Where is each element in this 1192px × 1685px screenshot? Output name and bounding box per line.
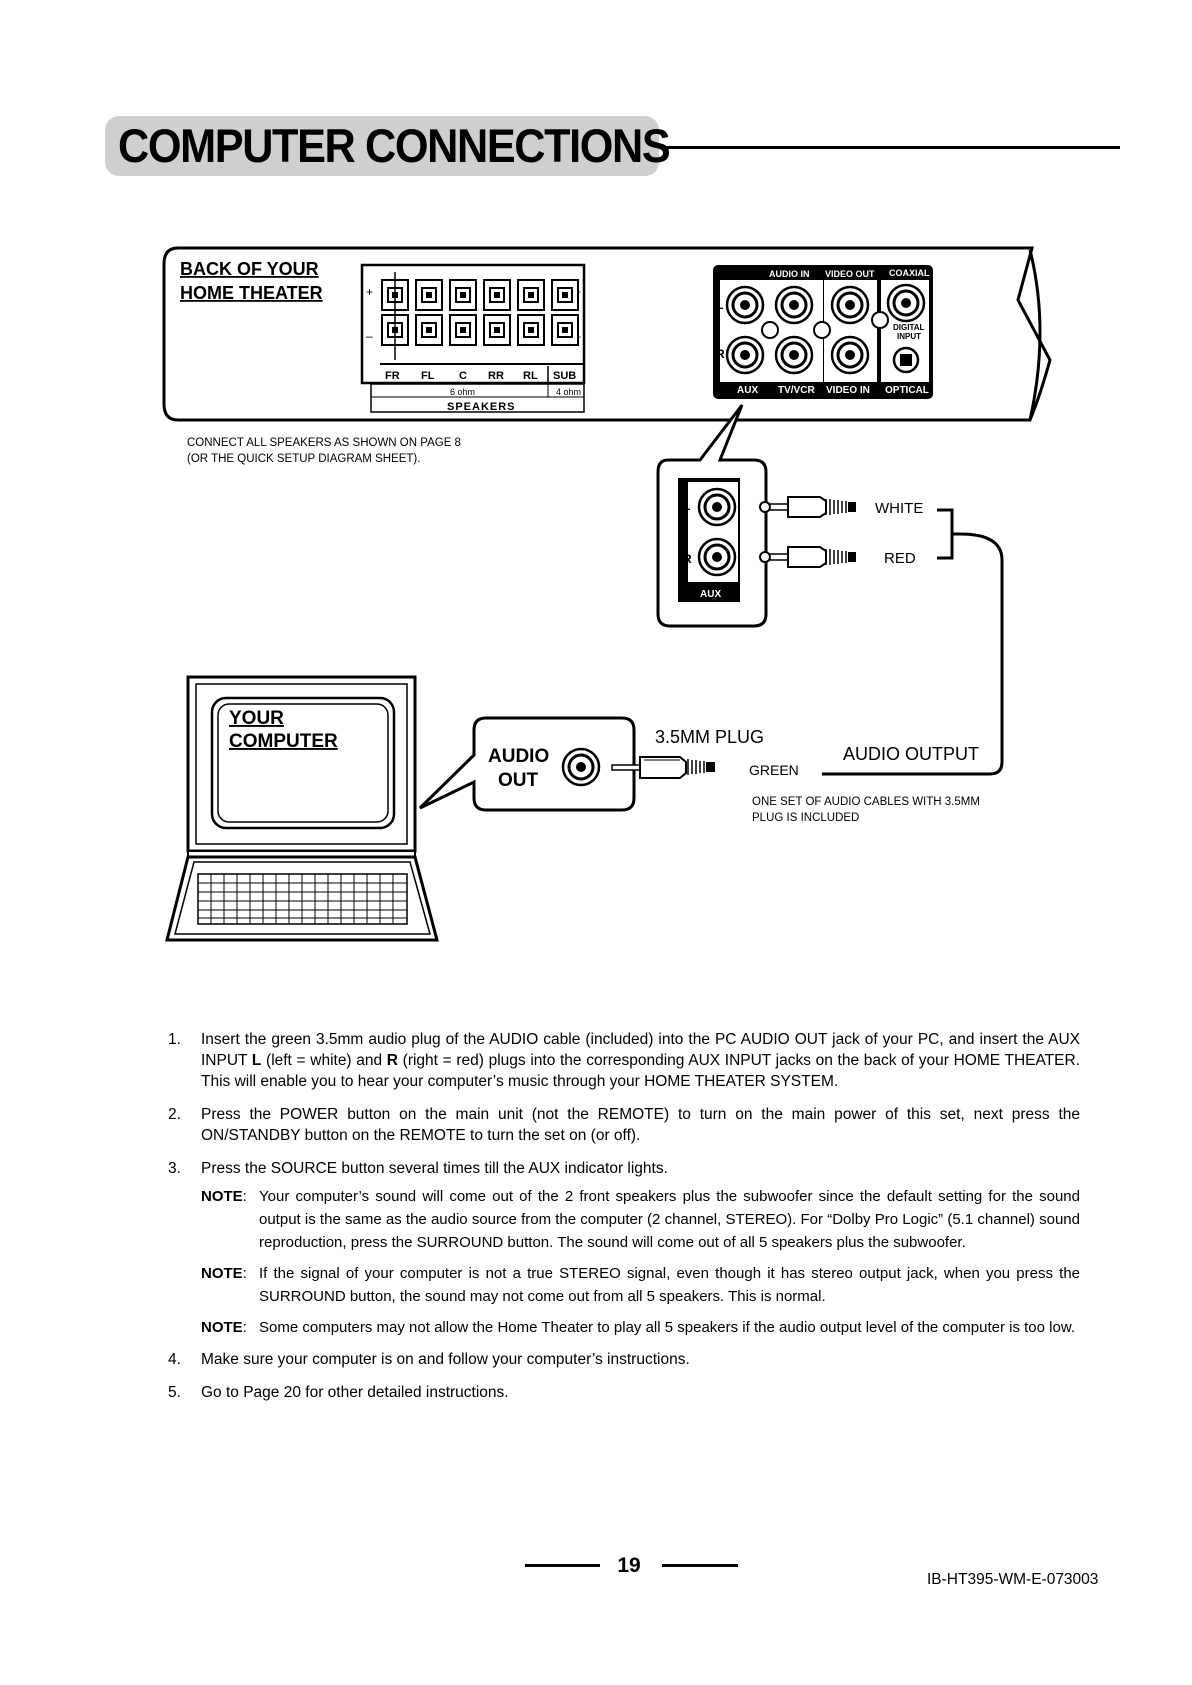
computer-illustration: YOUR COMPUTER xyxy=(165,675,439,942)
note-label: NOTE xyxy=(201,1265,243,1282)
title-rule xyxy=(662,146,1120,149)
item-number: 4. xyxy=(168,1351,181,1368)
item-text: Make sure your computer is on and follow… xyxy=(201,1351,690,1368)
optical-label: OPTICAL xyxy=(885,385,929,396)
computer-label-line1: YOUR xyxy=(229,708,284,729)
item-text: Press the SOURCE button several times ti… xyxy=(201,1160,668,1177)
note-label: NOTE xyxy=(201,1319,243,1336)
instruction-list: 1. Insert the green 3.5mm audio plug of … xyxy=(168,1029,1080,1415)
connect-note-line1: CONNECT ALL SPEAKERS AS SHOWN ON PAGE 8 xyxy=(187,437,461,449)
audio-output-label: AUDIO OUTPUT xyxy=(843,744,979,764)
mini-plug xyxy=(611,756,715,779)
note-text: Some computers may not allow the Home Th… xyxy=(259,1319,1075,1336)
footer-rule-right xyxy=(662,1564,738,1567)
callout-aux-r-jack xyxy=(697,537,737,577)
label-c: C xyxy=(459,370,467,382)
callout-R-label: R xyxy=(683,552,692,566)
white-rca-plug xyxy=(759,496,856,518)
tvvcr-label: TV/VCR xyxy=(778,385,815,396)
aux-l-jack xyxy=(725,285,765,325)
jack-R-label: R xyxy=(716,347,725,361)
audio-in-label: AUDIO IN xyxy=(769,269,810,279)
note-block: NOTE: If the signal of your computer is … xyxy=(201,1262,1080,1308)
connection-diagram: BACK OF YOUR HOME THEATER + – + – FR FL … xyxy=(162,246,1052,942)
item-number: 1. xyxy=(168,1031,181,1048)
audio-cable xyxy=(822,508,1004,776)
jack-L-label: L xyxy=(716,298,723,312)
page-number: 19 xyxy=(617,1554,641,1577)
note-block: NOTE: Some computers may not allow the H… xyxy=(201,1316,1080,1339)
item-text: Press the POWER button on the main unit … xyxy=(201,1106,1080,1144)
footer-rule-left xyxy=(525,1564,600,1567)
callout-aux-l-jack xyxy=(697,487,737,527)
callout-aux-label: AUX xyxy=(700,589,721,600)
instruction-item: 1. Insert the green 3.5mm audio plug of … xyxy=(168,1029,1080,1092)
label-fl: FL xyxy=(421,370,435,382)
speaker-terminals: + – + – FR FL C RR RL SUB 6 ohm 4 ohm SP… xyxy=(360,263,586,413)
svg-text:+: + xyxy=(366,285,373,299)
aux-r-jack xyxy=(725,335,765,375)
coaxial-label: COAXIAL xyxy=(889,268,930,278)
instruction-item: 4. Make sure your computer is on and fol… xyxy=(168,1349,1080,1370)
terminal-fr xyxy=(381,272,409,360)
note-text: Your computer’s sound will come out of t… xyxy=(259,1188,1080,1251)
video-in-label: VIDEO IN xyxy=(826,385,870,396)
video-out-label: VIDEO OUT xyxy=(825,269,875,279)
cables-note-line1: ONE SET OF AUDIO CABLES WITH 3.5MM xyxy=(752,796,980,808)
plug-label: 3.5MM PLUG xyxy=(655,727,764,747)
item-text: Insert the green 3.5mm audio plug of the… xyxy=(201,1031,1080,1090)
title-background xyxy=(105,116,659,176)
item-text: Go to Page 20 for other detailed instruc… xyxy=(201,1384,509,1401)
aux-label: AUX xyxy=(737,385,758,396)
callout-L-label: L xyxy=(683,499,690,513)
white-label: WHITE xyxy=(875,500,923,517)
audio-out-line2: OUT xyxy=(498,770,539,791)
panel-title-line1: BACK OF YOUR xyxy=(180,259,319,279)
document-code: IB-HT395-WM-E-073003 xyxy=(927,1571,1099,1588)
instruction-item: 5. Go to Page 20 for other detailed inst… xyxy=(168,1382,1080,1403)
page-title: COMPUTER CONNECTIONS xyxy=(118,119,671,172)
red-rca-plug xyxy=(759,546,856,568)
label-rr: RR xyxy=(488,370,504,382)
pc-audio-out-jack xyxy=(561,747,601,787)
aux-callout: L R AUX xyxy=(656,404,768,628)
note-label: NOTE xyxy=(201,1188,243,1205)
item-number: 2. xyxy=(168,1106,181,1123)
note-block: NOTE: Your computer’s sound will come ou… xyxy=(201,1185,1080,1254)
item-number: 5. xyxy=(168,1384,181,1401)
svg-text:–: – xyxy=(366,329,373,343)
jack-panel: AUDIO IN VIDEO OUT COAXIAL L R DIGITAL I… xyxy=(713,265,933,399)
connect-note-line2: (OR THE QUICK SETUP DIAGRAM SHEET). xyxy=(187,453,420,465)
green-label: GREEN xyxy=(749,762,799,778)
panel-title-line2: HOME THEATER xyxy=(180,283,323,303)
audio-in-l-jack xyxy=(774,285,814,325)
audio-out-line1: AUDIO xyxy=(488,746,549,767)
label-rl: RL xyxy=(523,370,538,382)
digital-input-line2: INPUT xyxy=(897,332,921,341)
coaxial-jack xyxy=(886,283,926,323)
instruction-item: 3. Press the SOURCE button several times… xyxy=(168,1158,1080,1179)
label-sub: SUB xyxy=(553,370,576,382)
video-in-jack xyxy=(830,335,870,375)
audio-out-callout: AUDIO OUT xyxy=(418,716,636,812)
instruction-item: 2. Press the POWER button on the main un… xyxy=(168,1104,1080,1146)
ohm-sub: 4 ohm xyxy=(556,387,581,397)
ohm-main: 6 ohm xyxy=(450,387,475,397)
note-text: If the signal of your computer is not a … xyxy=(259,1265,1080,1305)
digital-input-line1: DIGITAL xyxy=(893,323,925,332)
speakers-label: SPEAKERS xyxy=(447,401,516,413)
computer-label-line2: COMPUTER xyxy=(229,731,338,752)
cables-note-line2: PLUG IS INCLUDED xyxy=(752,812,859,824)
audio-in-r-jack xyxy=(774,335,814,375)
label-fr: FR xyxy=(385,370,400,382)
item-number: 3. xyxy=(168,1160,181,1177)
red-label: RED xyxy=(884,550,916,567)
video-out-jack xyxy=(830,285,870,325)
